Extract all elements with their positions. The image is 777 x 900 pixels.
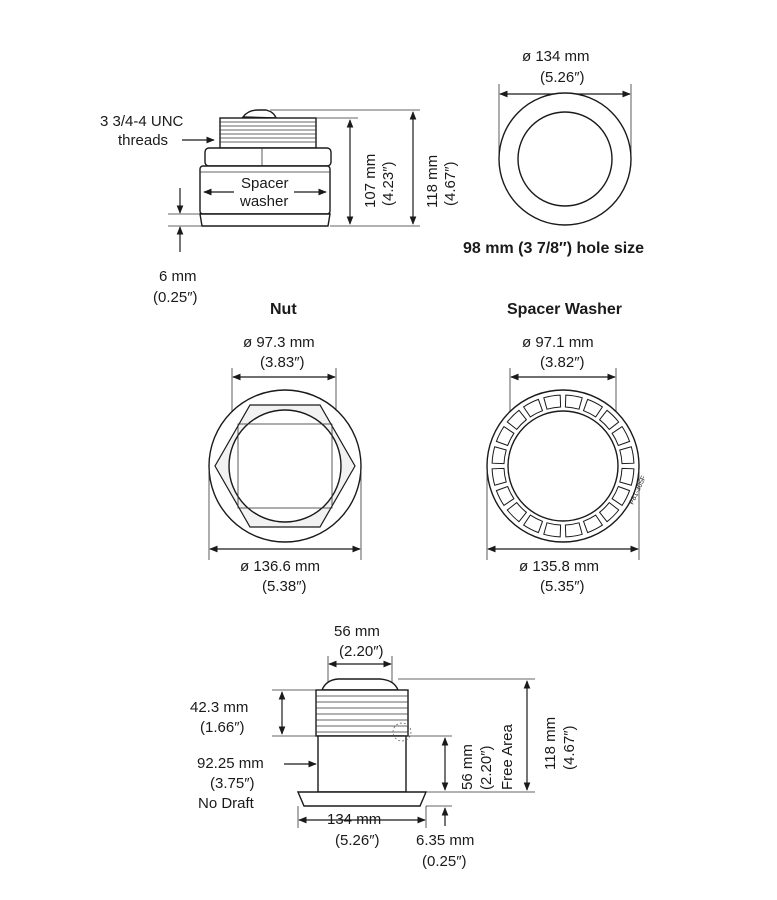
flange-dia-in: (5.26″) (540, 69, 585, 86)
washer-slot (495, 425, 515, 447)
gap-6-mm: 6 mm (159, 268, 197, 285)
washer-slot (582, 398, 604, 418)
paddle-outline (392, 722, 412, 742)
top-dia-mm: 56 mm (334, 623, 380, 640)
washer-slot (564, 394, 583, 410)
washer-slot (611, 425, 631, 447)
flange-top-view: ø 134 mm (5.26″) 98 mm (3 7/8″) hole siz… (463, 48, 644, 257)
nut-collar (204, 147, 332, 167)
body-thread-lines (316, 695, 408, 733)
thread-h-mm: 42.3 mm (190, 699, 248, 716)
washer-slot (543, 522, 562, 538)
lower-body (317, 735, 407, 793)
washer-slot (495, 485, 515, 507)
nut-flat-outline (237, 423, 333, 509)
flange-h-mm: 6.35 mm (416, 832, 474, 849)
height-118-in: (4.67″) (442, 162, 459, 207)
washer-slot (491, 446, 507, 465)
hull-flange-side (199, 213, 331, 227)
washer-inner-mm: ø 97.1 mm (522, 334, 594, 351)
flange-h-in: (0.25″) (422, 853, 467, 870)
washer-slot (619, 446, 635, 465)
thread-section (219, 117, 317, 149)
height-118-mm: 118 mm (424, 155, 441, 208)
washer-outer-mm: ø 135.8 mm (519, 558, 599, 575)
spacer-washer-view: Spacer Washer ø 97.1 mm (3.82″) P81-305F… (486, 301, 648, 595)
nut-view: Nut ø 97.3 mm (3.83″) ø 136.6 mm (5.38″) (208, 301, 362, 595)
free-mm: 56 mm (459, 744, 476, 790)
washer-slot (506, 501, 528, 523)
flange-w-mm: 134 mm (327, 811, 381, 828)
bottom-flange (296, 791, 428, 807)
side-view: 3 3/4-4 UNC threads Spacer washer 107 mm… (100, 109, 459, 306)
total-mm: 118 mm (542, 717, 559, 770)
no-draft-label: No Draft (198, 795, 255, 812)
sensor-cap (241, 109, 277, 119)
thread-label-line1: 3 3/4-4 UNC (100, 113, 184, 130)
washer-slot (598, 501, 620, 523)
washer-title: Spacer Washer (507, 301, 622, 318)
washer-slot (611, 485, 631, 507)
washer-slot (522, 514, 544, 534)
nut-outer-in: (5.38″) (262, 578, 307, 595)
washer-outer-in: (5.35″) (540, 578, 585, 595)
body-in: (3.75″) (210, 775, 255, 792)
body-mm: 92.25 mm (197, 755, 264, 772)
thread-label-line2: threads (118, 132, 168, 149)
free-area-label: Free Area (499, 723, 516, 790)
nut-inner-mm: ø 97.3 mm (243, 334, 315, 351)
washer-inner-circle (507, 410, 619, 522)
gap-6-in: (0.25″) (153, 289, 198, 306)
height-107-mm: 107 mm (362, 154, 379, 208)
washer-slot (619, 467, 635, 486)
bottom-side-view: 56 mm (2.20″) 42.3 mm (1.66″) 92 (190, 623, 578, 870)
sensor-head (320, 678, 400, 691)
nut-title: Nut (270, 301, 297, 318)
flange-inner-circle (517, 111, 613, 207)
washer-slot (598, 409, 620, 431)
thread-h-in: (1.66″) (200, 719, 245, 736)
nut-inner-in: (3.83″) (260, 354, 305, 371)
washer-slot (582, 514, 604, 534)
nut-outer-mm: ø 136.6 mm (240, 558, 320, 575)
spacer-label-line1: Spacer (241, 175, 289, 192)
free-in: (2.20″) (478, 746, 495, 791)
flange-dia-mm: ø 134 mm (522, 48, 590, 65)
washer-slot (491, 467, 507, 486)
total-in: (4.67″) (561, 726, 578, 771)
height-107-in: (4.23″) (380, 162, 397, 207)
hole-size-label: 98 mm (3 7/8″) hole size (463, 240, 644, 257)
thread-lines (220, 121, 316, 143)
washer-slot (522, 398, 544, 418)
nut-inner-bore (228, 409, 342, 523)
washer-inner-in: (3.82″) (540, 354, 585, 371)
washer-slot (506, 409, 528, 431)
top-dia-in: (2.20″) (339, 643, 384, 660)
threaded-body (315, 689, 409, 737)
washer-slot (564, 522, 583, 538)
washer-slot (543, 394, 562, 410)
washer-slots (491, 394, 635, 538)
spacer-label-line2: washer (239, 193, 288, 210)
flange-w-in: (5.26″) (335, 832, 380, 849)
